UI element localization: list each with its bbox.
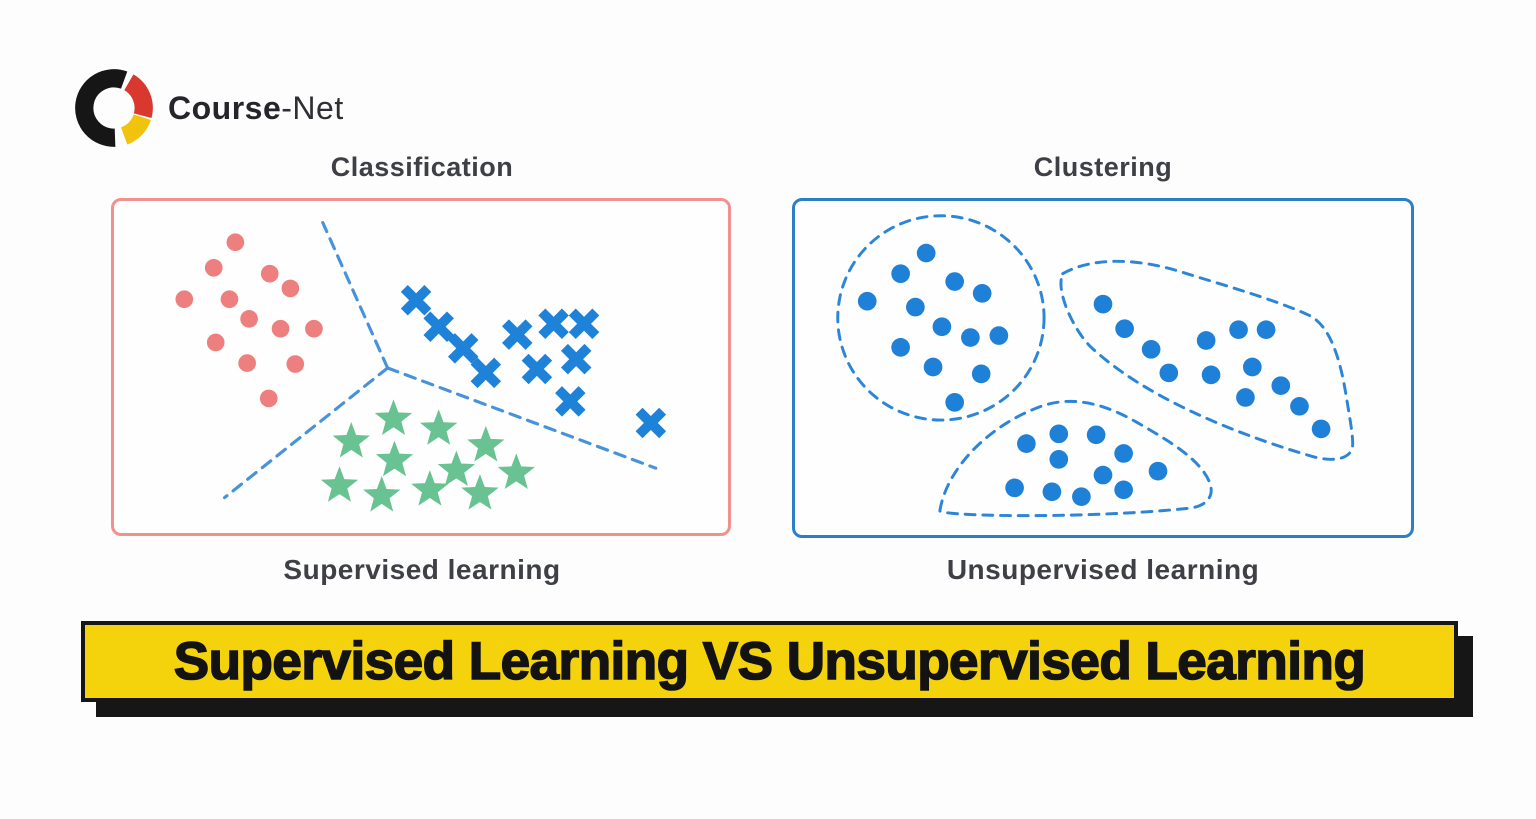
ring-red-arc [123,74,153,119]
blue-dot-marker [857,291,877,311]
green-star-marker [375,440,414,477]
blue-dot-marker [989,326,1009,345]
blue-dot-marker [945,272,964,291]
classification-box [111,198,731,536]
banner-text: Supervised Learning VS Unsupervised Lear… [173,631,1367,692]
blue-dot-marker [891,338,910,357]
green-star-marker [467,425,505,462]
green-star-marker [437,450,476,487]
blue-dot-marker [1201,365,1221,385]
blue-dot-marker [972,284,992,303]
blue-dot-marker [1005,478,1024,498]
blue-dot-marker [1049,450,1069,469]
green-star-marker [497,453,535,489]
clustering-scatter [836,214,1355,518]
clustering-box [792,198,1414,538]
blue-dot-marker [1148,461,1168,481]
pink-dot-marker [206,333,225,352]
ring-yellow-arc [120,113,151,145]
blue-dot-marker [1114,480,1133,500]
cluster-outline [938,399,1213,518]
pink-dot-marker [238,354,256,372]
blue-dot-marker [1093,465,1113,485]
blue-dot-marker [906,297,925,317]
decision-boundary-line [222,366,390,500]
blue-dot-marker [1256,320,1276,340]
decision-boundary-line [386,366,658,470]
blue-dot-marker [961,328,980,347]
clustering-title: Clustering [1033,152,1173,182]
blue-x-marker [470,357,502,389]
green-star-marker [374,399,413,435]
pink-dot-marker [204,258,223,277]
brand-name-bold: Course [168,89,282,126]
blue-x-marker [502,319,533,350]
course-net-ring-icon [75,69,153,147]
blue-dot-marker [945,393,964,412]
blue-dot-marker [1290,396,1309,416]
blue-dot-marker [923,357,943,377]
pink-dot-marker [240,310,258,328]
cluster-outline [1059,259,1355,461]
blue-dot-marker [891,264,910,284]
blue-dot-marker [1242,357,1262,377]
classification-scatter [175,221,667,512]
green-star-marker [363,476,401,512]
green-star-marker [419,409,458,445]
blue-dot-marker [971,364,991,384]
blue-x-marker [400,284,432,316]
green-star-marker [332,422,370,458]
pink-dot-marker [286,355,305,373]
brand-logo: Course-Net [74,68,344,148]
blue-dot-marker [1196,331,1216,350]
pink-dot-marker [175,290,194,309]
blue-dot-marker [1093,294,1113,314]
cluster-outline [836,214,1046,422]
green-star-marker [461,474,499,510]
blue-dot-marker [1271,376,1291,396]
blue-dot-marker [1086,425,1106,445]
blue-dot-marker [1017,434,1036,453]
blue-x-marker [423,311,454,342]
blue-dot-marker [1115,319,1134,339]
blue-dot-marker [1042,482,1062,502]
green-star-marker [320,466,359,502]
pink-dot-marker [281,279,300,298]
blue-dot-marker [1311,419,1331,439]
blue-x-marker [521,353,553,385]
blue-dot-marker [1236,388,1255,407]
blue-dot-marker [932,317,952,337]
blue-dot-marker [1229,320,1248,340]
pink-dot-marker [271,319,290,338]
unsupervised-learning-caption: Unsupervised learning [946,554,1260,585]
pink-dot-marker [220,290,239,309]
blue-dot-marker [1141,340,1161,359]
blue-x-marker [555,386,586,417]
brand-name: Course-Net [168,90,344,127]
blue-x-marker [447,333,479,364]
decision-boundary-line [321,221,390,370]
blue-dot-marker [1114,444,1133,463]
blue-dot-marker [1049,424,1069,444]
title-banner: Supervised Learning VS Unsupervised Lear… [81,621,1458,702]
blue-x-marker [538,308,569,340]
green-star-marker [411,470,449,506]
blue-x-marker [560,343,592,375]
ring-black-arc [75,69,128,147]
blue-x-marker [568,308,600,340]
classification-title: Classification [330,152,514,182]
blue-dot-marker [1072,487,1091,507]
blue-dot-marker [916,243,936,263]
brand-name-light: -Net [281,89,344,126]
pink-dot-marker [260,264,279,283]
supervised-learning-caption: Supervised learning [283,554,561,585]
pink-dot-marker [305,319,323,338]
blue-x-marker [635,407,667,439]
pink-dot-marker [259,389,278,408]
blue-dot-marker [1159,363,1179,383]
pink-dot-marker [226,233,245,252]
